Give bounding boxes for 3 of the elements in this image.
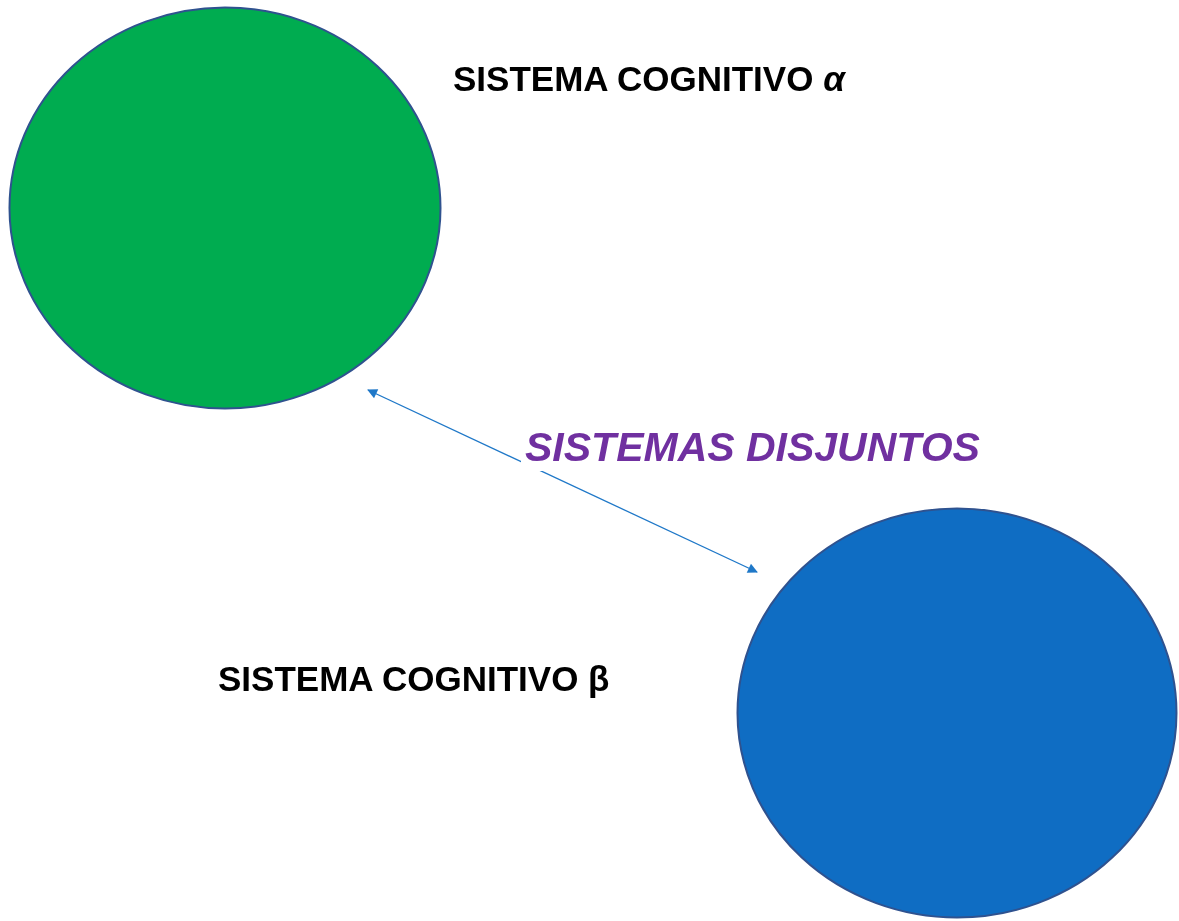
node-title: SISTEMA COGNITIVO β xyxy=(218,659,610,699)
double-arrow xyxy=(367,389,758,573)
node-title: SISTEMA COGNITIVO α xyxy=(453,59,845,99)
